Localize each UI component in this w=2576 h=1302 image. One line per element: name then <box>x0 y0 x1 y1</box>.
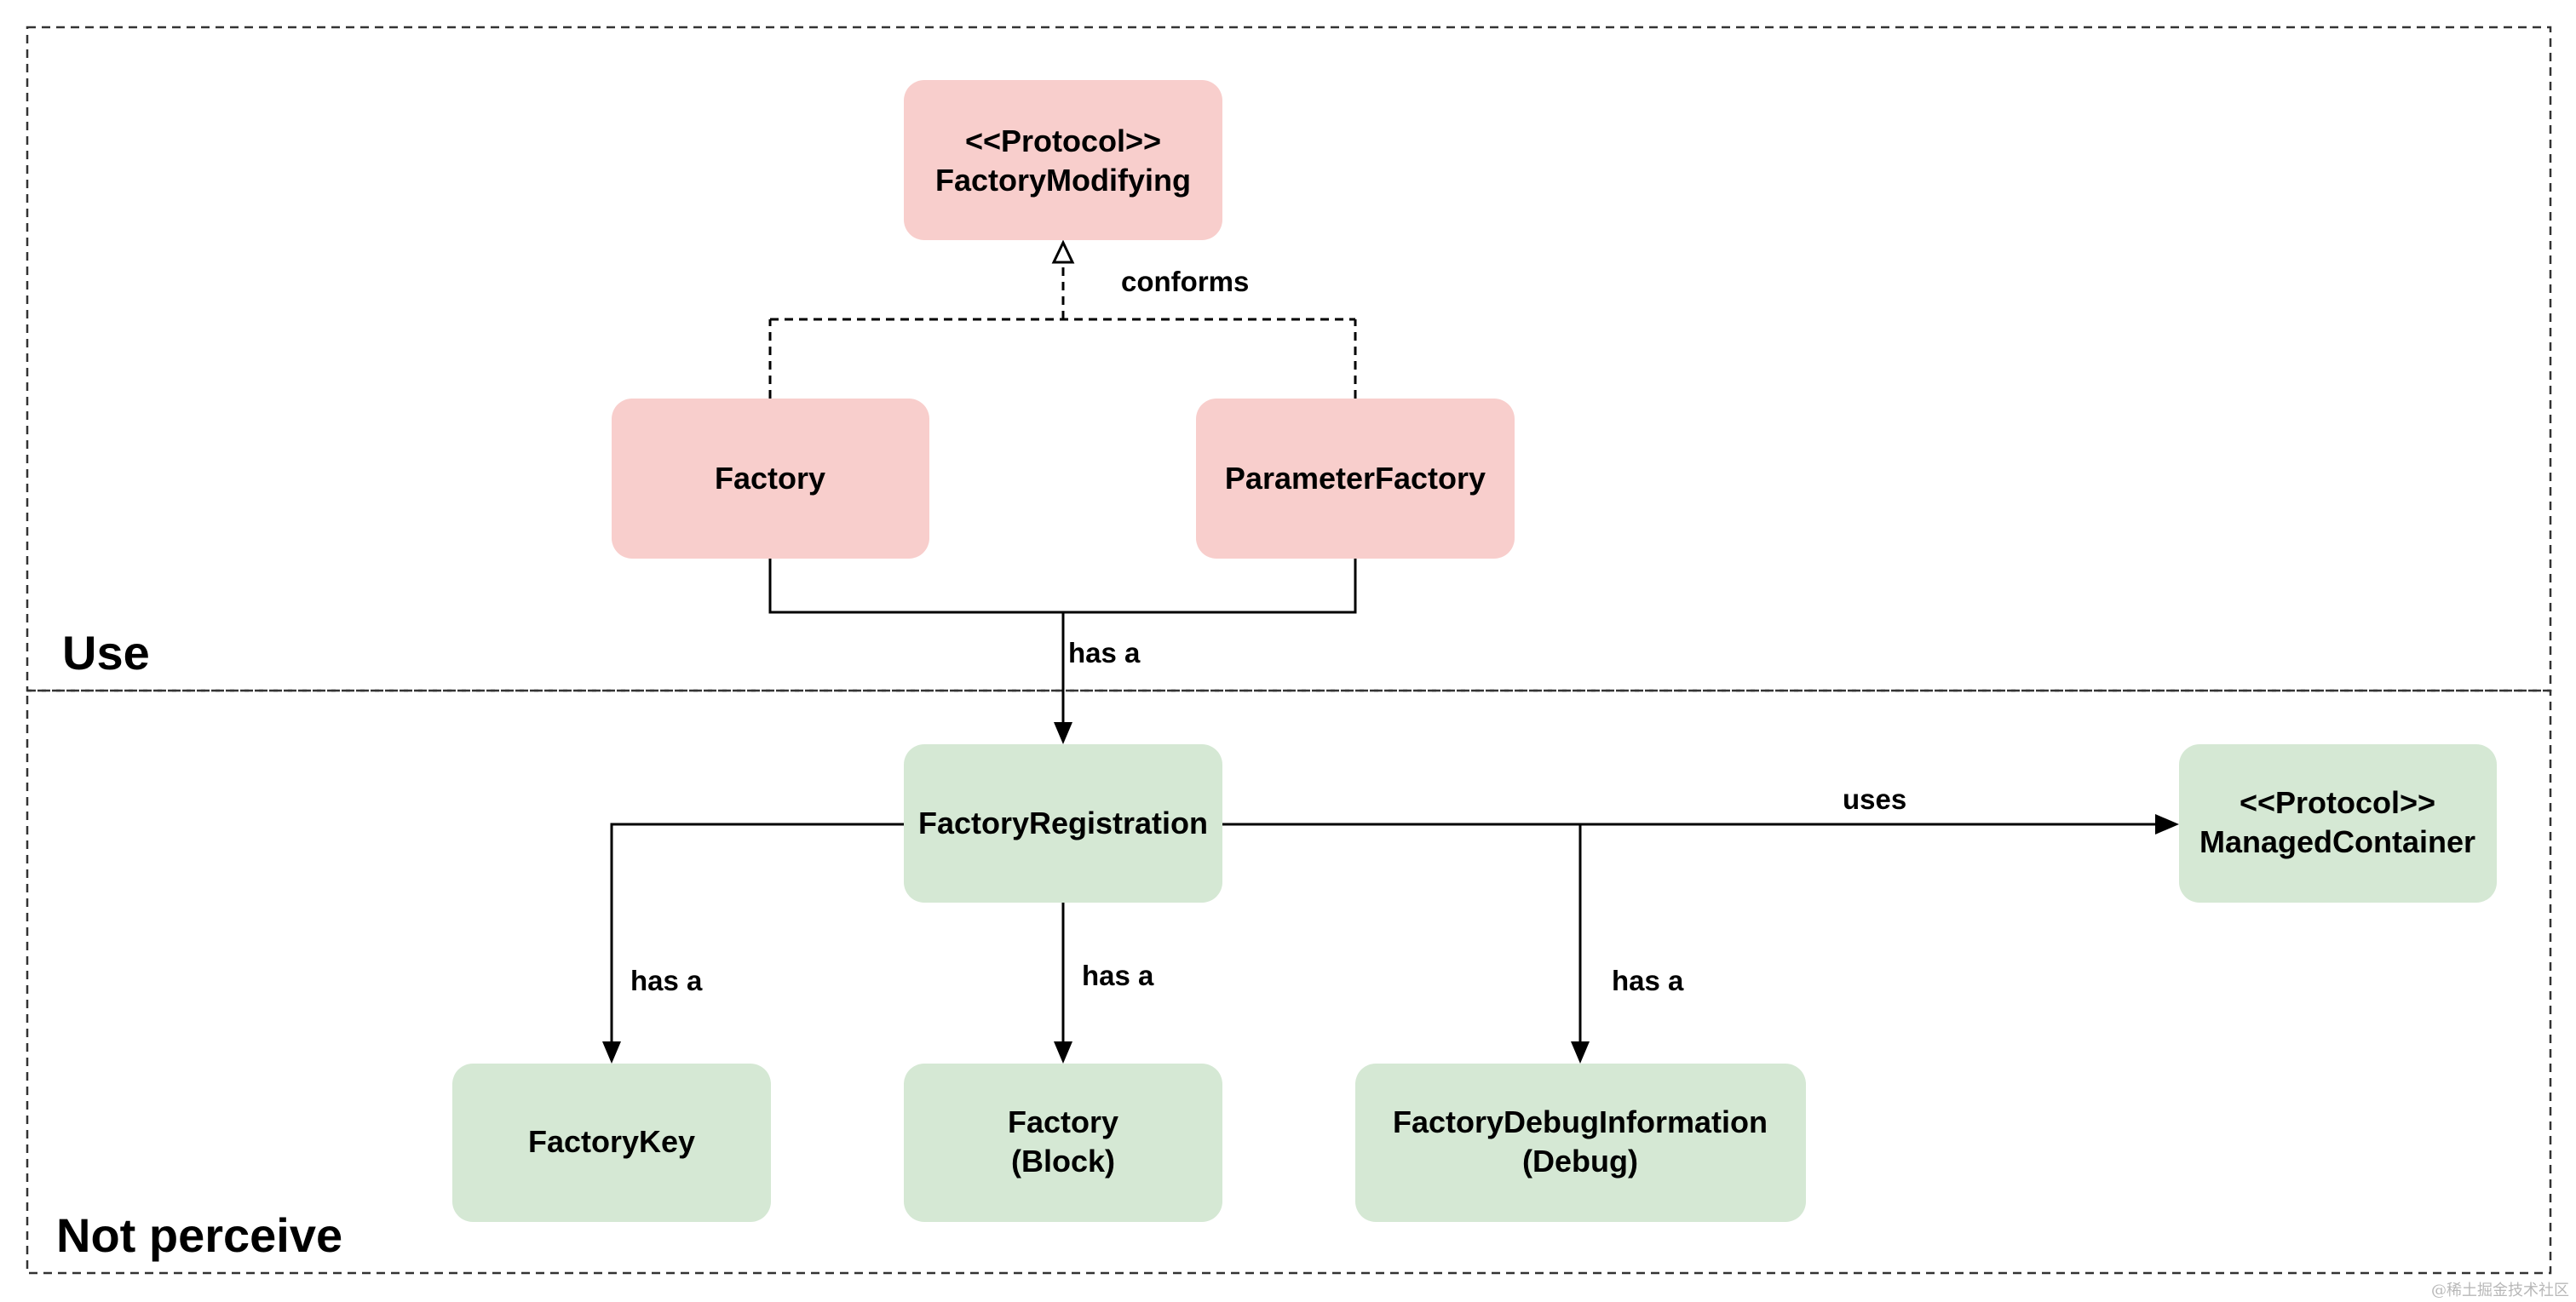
node-factory-key[interactable]: FactoryKey <box>452 1064 771 1222</box>
has-a-debug-edge <box>1571 824 1590 1064</box>
node-factory-registration-name: FactoryRegistration <box>918 806 1208 840</box>
uses-arrowhead <box>2155 814 2179 835</box>
not-perceive-section-label: Not perceive <box>56 1208 342 1262</box>
has-a-block-edge <box>1054 903 1072 1064</box>
has-a-block-arrowhead <box>1054 1041 1072 1064</box>
node-factory-key-name: FactoryKey <box>528 1124 695 1159</box>
uses-edge <box>1222 814 2179 835</box>
node-factory-key-box <box>452 1064 771 1222</box>
node-factory-modifying-box <box>904 80 1222 240</box>
node-parameter-factory-name: ParameterFactory <box>1225 461 1486 496</box>
node-managed-container-stereotype: <<Protocol>> <box>2240 785 2435 820</box>
node-factory[interactable]: Factory <box>612 399 929 559</box>
node-factory-modifying-name: FactoryModifying <box>935 163 1191 198</box>
has-a-registration-arrowhead <box>1054 722 1072 744</box>
has-a-block-label: has a <box>1082 960 1154 991</box>
has-a-debug-label: has a <box>1612 965 1684 996</box>
has-a-registration-label: has a <box>1068 637 1141 668</box>
has-a-registration-bracket <box>768 559 1357 614</box>
node-factory-debug-information[interactable]: FactoryDebugInformation (Debug) <box>1355 1064 1806 1222</box>
not-perceive-section-frame <box>26 689 2552 1275</box>
node-managed-container-name: ManagedContainer <box>2199 824 2475 859</box>
node-factory-debug-information-subtitle: (Debug) <box>1522 1144 1638 1179</box>
has-a-key-arrowhead <box>602 1041 621 1064</box>
node-factory-debug-information-name: FactoryDebugInformation <box>1393 1104 1768 1139</box>
has-a-key-line <box>610 823 904 1043</box>
node-factory-box <box>612 399 929 559</box>
use-section-frame <box>26 26 2552 692</box>
conforms-hollow-arrowhead <box>1051 239 1075 264</box>
watermark-text: @稀土掘金技术社区 <box>2431 1282 2569 1299</box>
node-parameter-factory[interactable]: ParameterFactory <box>1196 399 1515 559</box>
node-factory-block-box <box>904 1064 1222 1222</box>
has-a-key-label: has a <box>630 965 703 996</box>
node-factory-block-name: Factory <box>1008 1104 1118 1139</box>
node-factory-registration-box <box>904 744 1222 903</box>
node-managed-container[interactable]: <<Protocol>> ManagedContainer <box>2179 744 2497 903</box>
has-a-key-edge <box>602 823 904 1064</box>
node-factory-block-subtitle: (Block) <box>1011 1144 1115 1179</box>
node-factory-block[interactable]: Factory (Block) <box>904 1064 1222 1222</box>
uses-label: uses <box>1843 783 1906 815</box>
node-managed-container-box <box>2179 744 2497 903</box>
use-section-label: Use <box>62 626 150 680</box>
conforms-edge <box>768 239 1357 399</box>
node-factory-modifying-stereotype: <<Protocol>> <box>965 123 1161 158</box>
node-factory-modifying[interactable]: <<Protocol>> FactoryModifying <box>904 80 1222 240</box>
node-factory-debug-information-box <box>1355 1064 1806 1222</box>
has-a-debug-arrowhead <box>1571 1041 1590 1064</box>
node-factory-name: Factory <box>715 461 825 496</box>
conforms-label: conforms <box>1121 266 1249 297</box>
has-a-registration-edge <box>768 559 1357 744</box>
node-parameter-factory-box <box>1196 399 1515 559</box>
node-factory-registration[interactable]: FactoryRegistration <box>904 744 1222 903</box>
